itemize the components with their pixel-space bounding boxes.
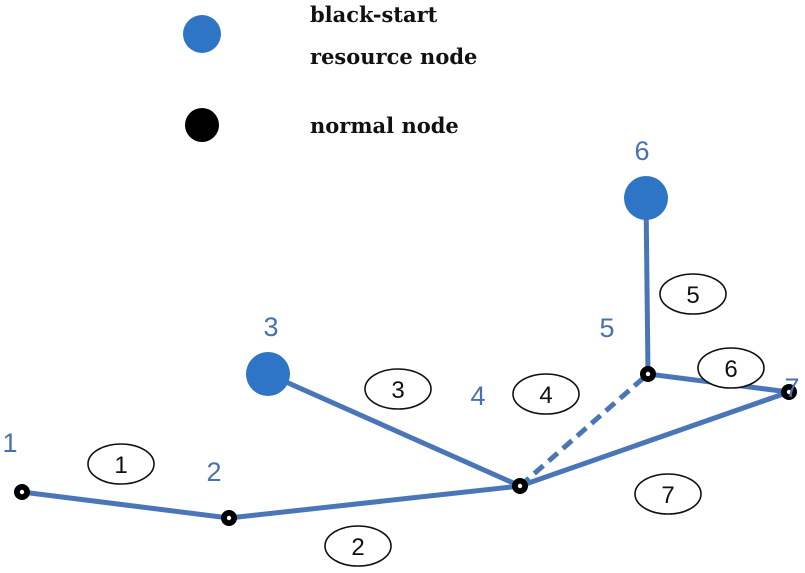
legend-black-start-label-line1: black-start bbox=[310, 2, 438, 27]
legend: black-start resource node normal node bbox=[183, 2, 477, 142]
edge-label-2: 2 bbox=[324, 525, 392, 567]
node-label-1: 1 bbox=[2, 428, 17, 458]
node-4-normal bbox=[512, 478, 528, 494]
edge-label-text: 4 bbox=[539, 382, 552, 409]
node-7-normal bbox=[781, 384, 797, 400]
node-dot-center bbox=[645, 371, 651, 377]
node-label-4: 4 bbox=[470, 381, 485, 411]
edge-label-ellipse bbox=[512, 373, 580, 415]
legend-black-start-marker bbox=[183, 15, 221, 53]
edge-label-ellipse bbox=[364, 368, 432, 410]
edge-label-1: 1 bbox=[87, 443, 155, 485]
edge-label-text: 5 bbox=[686, 282, 699, 309]
edge-line-1 bbox=[21, 489, 230, 521]
edge-label-6: 6 bbox=[697, 347, 765, 389]
edge-line-7 bbox=[519, 389, 790, 489]
node-label-5: 5 bbox=[599, 313, 614, 343]
node-3-black-start bbox=[246, 352, 290, 396]
node-6-black-start bbox=[624, 176, 668, 220]
edge-label-ellipse bbox=[659, 273, 727, 315]
edge-line-4 bbox=[518, 372, 650, 488]
node-dot-center bbox=[517, 483, 523, 489]
legend-normal-marker bbox=[185, 108, 219, 142]
node-label-2: 2 bbox=[206, 457, 221, 487]
edge-label-text: 1 bbox=[114, 452, 127, 479]
edge-label-3: 3 bbox=[364, 368, 432, 410]
legend-normal-label: normal node bbox=[310, 113, 459, 138]
edge-label-5: 5 bbox=[659, 273, 727, 315]
edge-label-7: 7 bbox=[634, 473, 702, 515]
edge-label-text: 2 bbox=[351, 534, 364, 561]
nodes bbox=[14, 176, 797, 526]
node-1-normal bbox=[14, 484, 30, 500]
edge-label-text: 7 bbox=[661, 482, 674, 509]
edge-line-2 bbox=[228, 483, 521, 521]
node-label-6: 6 bbox=[634, 136, 649, 166]
node-dot-center bbox=[226, 515, 232, 521]
edge-label-4: 4 bbox=[512, 373, 580, 415]
labels: 1 2 3 4 5 6 7 1 2 3 4 5 6 7 bbox=[2, 136, 800, 567]
node-dot-center bbox=[786, 389, 792, 395]
edge-label-ellipse bbox=[87, 443, 155, 485]
edge-line-3 bbox=[266, 371, 522, 489]
edge-label-text: 6 bbox=[724, 356, 737, 383]
edge-label-ellipse bbox=[324, 525, 392, 567]
node-label-3: 3 bbox=[263, 312, 278, 342]
edge-line-5 bbox=[643, 197, 651, 375]
node-5-normal bbox=[640, 366, 656, 382]
edge-label-ellipse bbox=[634, 473, 702, 515]
edge-label-text: 3 bbox=[391, 377, 404, 404]
node-dot-center bbox=[19, 489, 25, 495]
legend-black-start-label-line2: resource node bbox=[310, 44, 477, 69]
edge-label-ellipse bbox=[697, 347, 765, 389]
node-label-7: 7 bbox=[784, 373, 799, 403]
node-2-normal bbox=[221, 510, 237, 526]
